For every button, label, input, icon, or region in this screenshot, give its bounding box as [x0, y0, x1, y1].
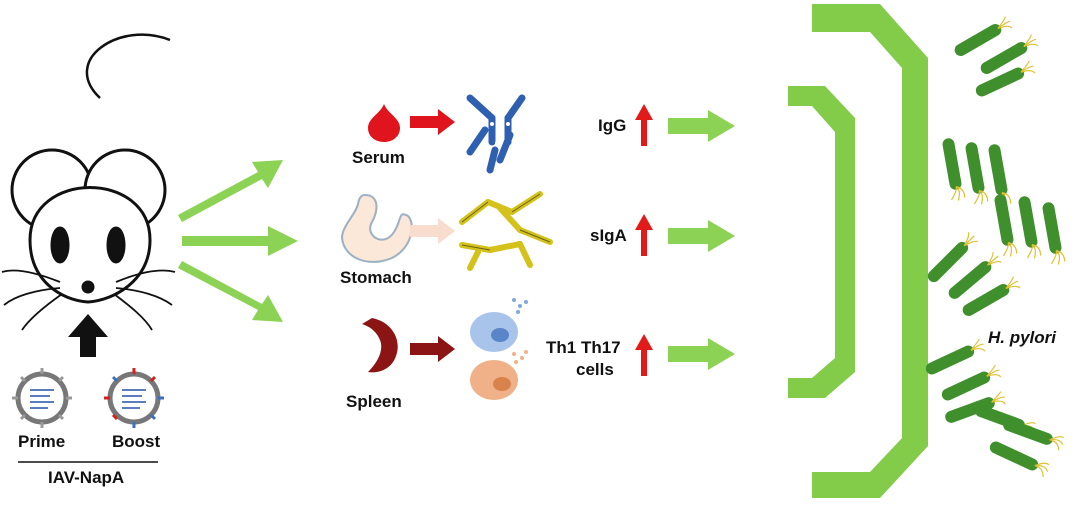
- igg-up-arrow: [635, 104, 653, 146]
- h-pylori-rod: [962, 284, 1010, 316]
- h-pylori-flagellum: [973, 190, 980, 205]
- h-pylori-flagellum: [1020, 70, 1036, 74]
- blood-drop-icon: [368, 104, 400, 142]
- h-pylori-rod: [927, 241, 969, 283]
- prime-label: Prime: [18, 432, 66, 451]
- h-pylori-rod: [975, 67, 1025, 97]
- h-pylori-rod: [980, 42, 1028, 74]
- t-cell-blue-icon: [470, 298, 528, 352]
- stomach-label: Stomach: [340, 268, 412, 287]
- igg-label: IgG: [598, 116, 627, 135]
- h-pylori-flagellum: [1005, 285, 1021, 290]
- siga-green-arrow: [668, 220, 735, 252]
- h-pylori-rod: [948, 261, 992, 299]
- h-pylori-rod: [989, 441, 1039, 471]
- h-pylori-flagellum: [1023, 43, 1039, 48]
- h-pylori-cluster: [925, 16, 1066, 478]
- boost-virus-icon: [104, 368, 164, 428]
- h-pylori-rod: [954, 24, 1002, 56]
- th-cells-green-arrow: [668, 338, 735, 370]
- th-cells-up-arrow: [635, 334, 653, 376]
- h-pylori-flagellum: [1027, 244, 1033, 259]
- black-up-arrow: [68, 314, 108, 357]
- h-pylori-flagellum: [1003, 242, 1009, 257]
- mouse-icon: [1, 33, 176, 331]
- h-pylori-rod: [941, 371, 991, 401]
- h-pylori-flagellum: [1051, 250, 1057, 265]
- igg-green-arrow: [668, 110, 735, 142]
- fan-arrow-middle: [182, 226, 298, 256]
- t-cell-orange-icon: [470, 350, 528, 400]
- fan-arrow-down: [178, 261, 283, 322]
- siga-polymer-icon: [459, 191, 553, 271]
- igg-antibody-icon: [466, 94, 526, 174]
- th-cells-label-line2: cells: [576, 360, 614, 379]
- siga-up-arrow: [635, 214, 653, 256]
- stomach-icon: [340, 193, 413, 263]
- h-pylori-flagellum: [991, 400, 1006, 405]
- vaccine-name-label: IAV-NapA: [48, 468, 125, 487]
- spleen-label: Spleen: [346, 392, 402, 411]
- h-pylori-flagellum: [950, 186, 957, 201]
- stomach-faded-arrow: [410, 218, 455, 244]
- serum-label: Serum: [352, 148, 405, 167]
- serum-red-arrow: [410, 109, 455, 135]
- h-pylori-rod: [1018, 196, 1038, 248]
- fan-arrow-up: [178, 160, 283, 222]
- h-pylori-flagellum: [963, 240, 979, 247]
- siga-label: sIgA: [590, 226, 627, 245]
- h-pylori-label: H. pylori: [988, 328, 1057, 347]
- prime-virus-icon: [12, 368, 72, 428]
- h-pylori-rod: [1042, 202, 1062, 254]
- h-pylori-rod: [965, 142, 985, 194]
- siga-polymer-outline: [461, 193, 551, 251]
- h-pylori-flagellum: [1049, 439, 1060, 451]
- h-pylori-rod: [942, 138, 962, 190]
- h-pylori-flagellum: [997, 25, 1013, 30]
- inner-shield-bracket: [788, 86, 855, 398]
- spleen-icon: [362, 318, 398, 373]
- h-pylori-flagellum: [970, 348, 986, 352]
- h-pylori-flagellum: [986, 374, 1002, 378]
- th-cells-label-line1: Th1 Th17: [546, 338, 621, 357]
- outer-shield-bracket: [812, 4, 928, 498]
- h-pylori-rod: [988, 144, 1008, 196]
- h-pylori-rod: [1003, 419, 1053, 445]
- h-pylori-rod: [994, 194, 1014, 246]
- h-pylori-rod: [925, 345, 975, 375]
- spleen-dark-arrow: [410, 336, 455, 362]
- igg-antibody-highlights: [490, 122, 510, 145]
- h-pylori-flagellum: [987, 261, 1002, 266]
- boost-label: Boost: [112, 432, 161, 451]
- h-pylori-flagellum: [1034, 465, 1044, 478]
